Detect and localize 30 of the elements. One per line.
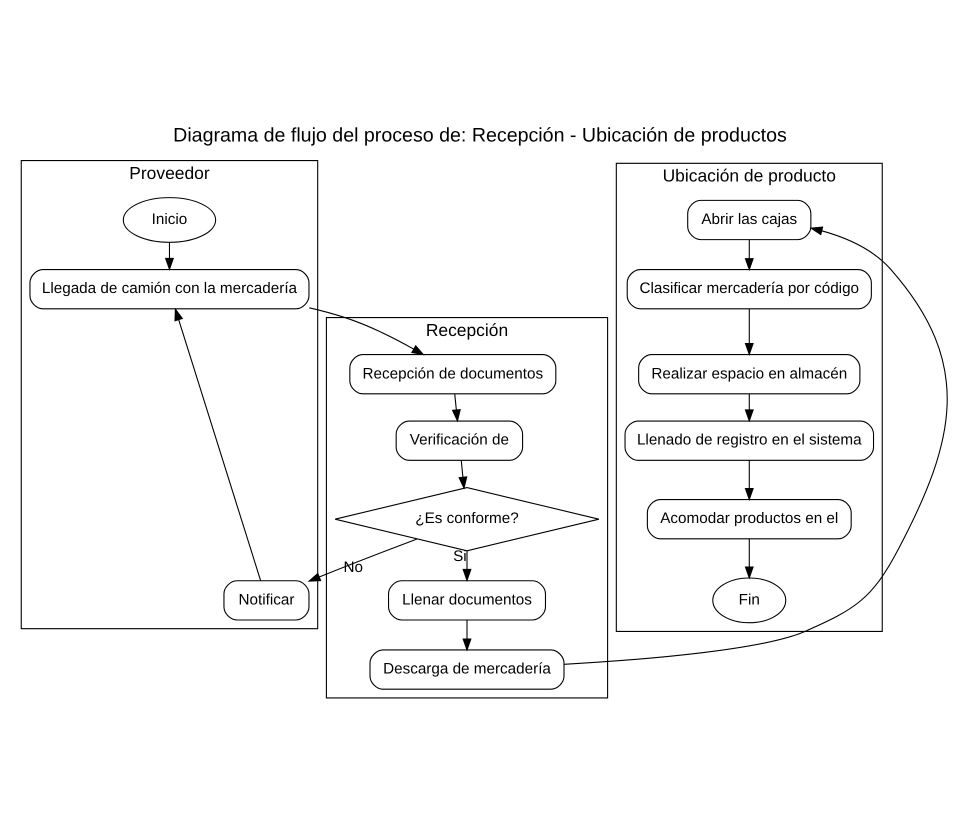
arrow [744,460,754,501]
arrow [174,307,262,580]
node-ellipse: Fin [712,576,786,623]
arrow [744,308,754,356]
node-box: Realizar espacio en almacén [638,354,860,394]
arrow [744,239,754,271]
arrow [462,620,472,652]
node-box: Llenar documentos [388,580,546,620]
arrow [458,460,468,490]
node-box: Clasificar mercadería por código [626,268,872,309]
node-ellipse: Inicio [122,196,216,242]
node-diamond: ¿Es conforme? [334,486,600,551]
node-box: Llegada de camión con la mercadería [29,268,310,309]
edge-label: No [344,558,364,576]
arrow [308,538,418,582]
node-box: Acomodar productos en el [646,498,852,539]
arrow [462,550,472,582]
diagram-title: Diagrama de flujo del proceso de: Recepción - Ubicación de productos [173,124,787,146]
arrow [452,393,461,422]
arrow [564,226,948,664]
node-box: Notificar [223,580,310,620]
node-box: Recepción de documentos [349,354,556,394]
arrow [744,538,754,580]
node-box: Abrir las cajas [687,199,812,240]
arrow [744,393,754,422]
node-box: Llenado de registro en el sistema [624,420,874,460]
node-box: Descarga de mercadería [369,648,565,690]
arrow [164,242,174,270]
arrow [309,306,425,355]
node-box: Verificación de [396,420,524,460]
